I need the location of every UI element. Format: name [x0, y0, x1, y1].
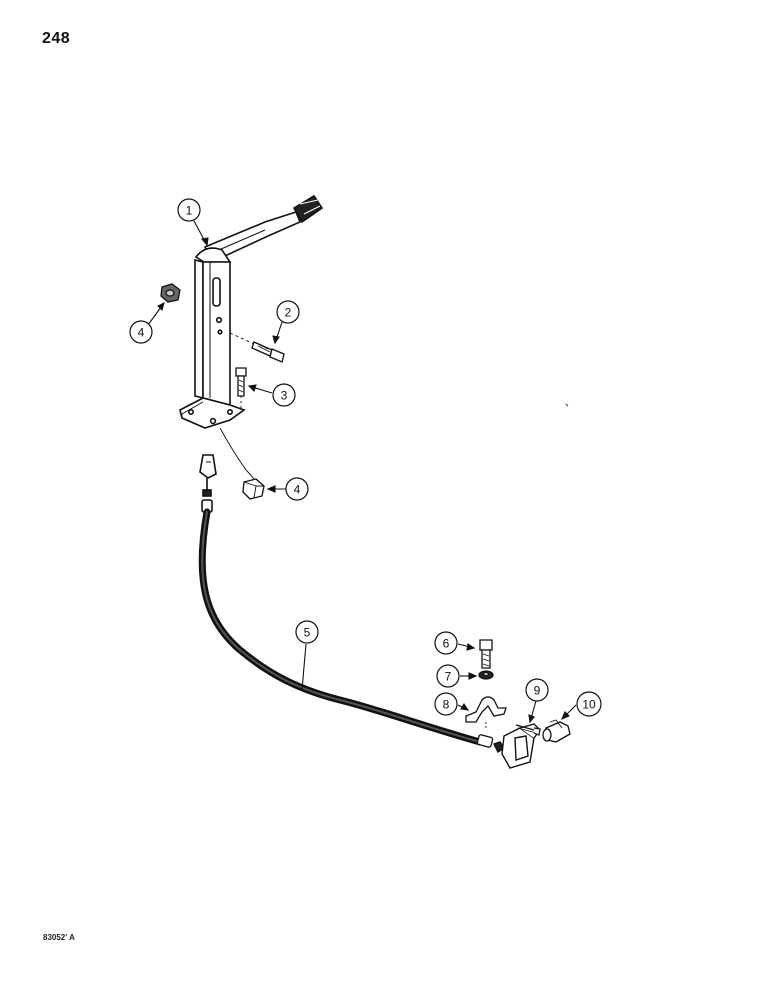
callout-8: 8	[434, 692, 458, 716]
cable-end-yoke	[493, 723, 541, 769]
leader-lines	[147, 220, 577, 724]
svg-text:9: 9	[534, 684, 541, 698]
brake-cable-part-5	[198, 508, 494, 748]
clip-part-8	[465, 696, 507, 730]
figure-code: 83052' A	[43, 933, 75, 942]
page-number: 248	[42, 30, 71, 47]
svg-text:2: 2	[285, 306, 292, 320]
callout-4-lower: 4	[285, 477, 309, 501]
nut-part-4-upper	[160, 283, 181, 303]
svg-text:3: 3	[281, 389, 288, 403]
callout-1: 1	[177, 198, 201, 222]
callout-9: 9	[525, 678, 549, 702]
callout-7: 7	[436, 664, 460, 688]
bolt-part-2	[229, 332, 285, 363]
cotter-pin-part-9	[515, 724, 541, 736]
hand-lever	[179, 194, 324, 513]
svg-text:6: 6	[443, 637, 450, 651]
callout-3: 3	[272, 383, 296, 407]
callout-5: 5	[295, 620, 319, 644]
nut-part-4-lower	[219, 427, 265, 500]
bolt-part-3	[235, 367, 247, 412]
svg-text:4: 4	[294, 483, 301, 497]
callout-2: 2	[276, 300, 300, 324]
clevis-pin-part-10	[542, 719, 571, 743]
svg-text:10: 10	[582, 698, 596, 712]
svg-text:8: 8	[443, 698, 450, 712]
callout-4-upper: 4	[129, 320, 153, 344]
svg-text:1: 1	[186, 204, 193, 218]
callout-10: 10	[576, 691, 602, 717]
washer-part-7	[478, 670, 494, 680]
scan-speck	[565, 403, 569, 407]
callout-6: 6	[434, 631, 458, 655]
svg-text:7: 7	[445, 670, 452, 684]
bolt-part-6	[479, 639, 493, 669]
svg-text:5: 5	[304, 626, 311, 640]
svg-text:4: 4	[138, 326, 145, 340]
